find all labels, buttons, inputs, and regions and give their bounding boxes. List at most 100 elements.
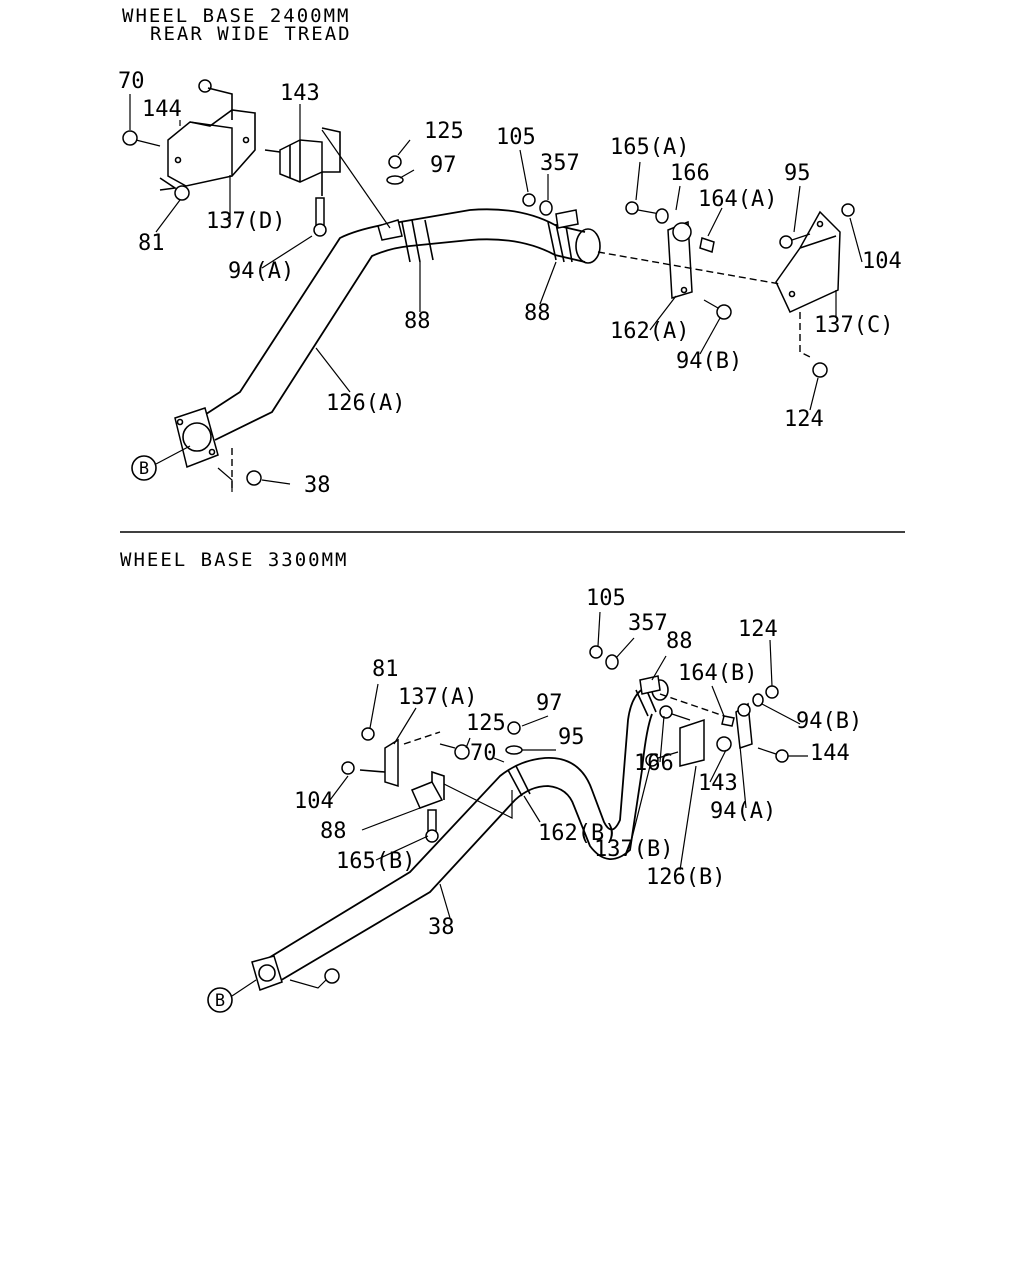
callout-leader (629, 765, 651, 847)
section-header-line: WHEEL BASE 2400MM (122, 5, 350, 27)
part-callout-label: 166 (634, 751, 674, 776)
bracket-137c-drawing (522, 193, 855, 378)
callout-leader (849, 217, 863, 263)
reference-marker-leader (155, 445, 191, 465)
callout-leader (709, 749, 727, 783)
part-callout-label: 162(B) (538, 821, 617, 846)
part-callout-label: 137(D) (206, 209, 285, 234)
callout-leader (393, 707, 417, 745)
callout-leader (615, 637, 635, 659)
part-callout-label: 125 (424, 119, 464, 144)
part-callout-label: 94(B) (676, 349, 742, 374)
reference-marker-label: B (215, 991, 225, 1011)
part-callout-label: 88 (524, 301, 551, 326)
part-callout-label: 94(A) (710, 799, 776, 824)
part-callout-label: 125 (466, 711, 506, 736)
part-callout-label: 95 (558, 725, 585, 750)
part-callout-label: 144 (810, 741, 850, 766)
part-callout-label: 88 (666, 629, 693, 654)
bracket-137a-drawing (341, 727, 470, 843)
callout-leader (315, 347, 351, 393)
callout-leader (711, 685, 725, 717)
part-callout-label: 104 (294, 789, 334, 814)
part-callout-label: 124 (738, 617, 778, 642)
pipe-126a-drawing (174, 208, 601, 469)
part-callout-label: 70 (118, 69, 145, 94)
section-header-line: REAR WIDE TREAD (150, 23, 352, 45)
part-callout-label: 165(A) (610, 135, 689, 160)
callout-leader (369, 683, 379, 729)
part-callout-label: 105 (586, 586, 626, 611)
callout-leader (399, 169, 415, 179)
callout-leader (635, 161, 641, 201)
part-callout-label: 97 (430, 153, 457, 178)
part-callout-label: 357 (628, 611, 668, 636)
callout-leader (651, 655, 667, 681)
part-callout-label: 105 (496, 125, 536, 150)
section-wheel-base-3300: WHEEL BASE 3300MM (120, 549, 789, 991)
part-callout-label: 357 (540, 151, 580, 176)
part-callout-label: 165(B) (336, 849, 415, 874)
callout-leader (539, 261, 557, 305)
callout-leader (439, 883, 451, 919)
part-callout-label: 126(B) (646, 865, 725, 890)
callout-leader (523, 795, 541, 823)
section-header-line: WHEEL BASE 3300MM (120, 549, 348, 571)
part-callout-label: 88 (404, 309, 431, 334)
part-callout-label: 143 (280, 81, 320, 106)
reference-marker-circle (131, 455, 157, 481)
callout-leader (699, 317, 721, 355)
part-callout-label: 94(A) (228, 259, 294, 284)
part-callout-label: 126(A) (326, 391, 405, 416)
callout-leader (493, 757, 505, 763)
callout-leader (329, 775, 349, 801)
part-callout-label: 104 (862, 249, 902, 274)
part-callout-label: 124 (784, 407, 824, 432)
callout-leader (739, 745, 747, 809)
callout-leader (809, 377, 819, 411)
callout-leader (155, 199, 181, 233)
pipe-126b-drawing (251, 679, 669, 991)
callout-leader (397, 139, 411, 156)
callout-leader (261, 235, 313, 269)
callout-leader (375, 835, 429, 861)
part-callout-label: 137(A) (398, 685, 477, 710)
callout-leader (465, 737, 471, 749)
bracket-137b-drawing (589, 645, 789, 767)
callout-leader (597, 611, 601, 647)
part-callout-label: 137(B) (594, 837, 673, 862)
part-callout-label: 137(C) (814, 313, 893, 338)
reference-marker-leader (231, 979, 257, 997)
part-callout-label: 97 (536, 691, 563, 716)
section-wheel-base-2400: WHEEL BASE 2400MM REAR WIDE TREAD (122, 5, 855, 492)
callout-leader (769, 639, 773, 687)
reference-marker-circle (207, 987, 233, 1013)
part-callout-label: 143 (698, 771, 738, 796)
callout-leader (521, 715, 549, 727)
part-callout-label: 166 (670, 161, 710, 186)
callout-leader (761, 703, 801, 725)
part-callout-label: 38 (304, 473, 331, 498)
callout-leader (707, 207, 723, 237)
callout-leader (649, 295, 677, 331)
callout-leader (261, 479, 291, 485)
callout-leader (793, 185, 801, 233)
callout-leader (519, 149, 529, 193)
part-callout-label: 81 (372, 657, 399, 682)
part-callout-label: 162(A) (610, 319, 689, 344)
callout-leader (679, 765, 697, 871)
part-callout-label: 144 (142, 97, 182, 122)
callout-leader (361, 807, 421, 831)
part-callout-label: 70 (470, 741, 497, 766)
part-callout-label: 95 (784, 161, 811, 186)
reference-marker-label: B (139, 459, 149, 479)
part-callout-label: 164(A) (698, 187, 777, 212)
part-callout-label: 38 (428, 915, 455, 940)
part-callout-label: 94(B) (796, 709, 862, 734)
part-callout-label: 81 (138, 231, 165, 256)
callout-leader (675, 185, 681, 211)
part-callout-label: 88 (320, 819, 347, 844)
part-callout-label: 164(B) (678, 661, 757, 686)
